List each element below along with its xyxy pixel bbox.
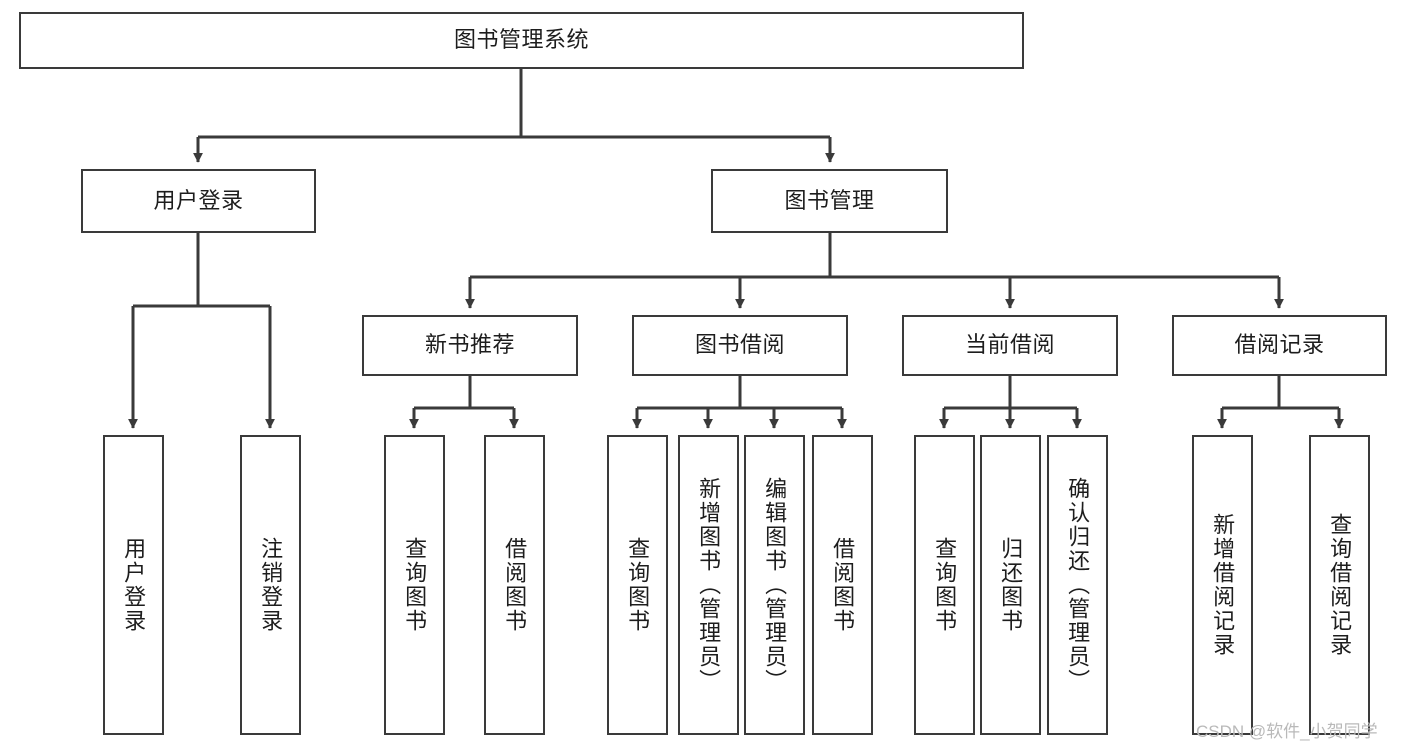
node-user-login[interactable]: 用户登录: [81, 169, 316, 233]
node-current-borrow[interactable]: 当前借阅: [902, 315, 1118, 376]
leaf-add-book[interactable]: 新增图书（管理员）: [678, 435, 739, 735]
leaf-edit-book[interactable]: 编辑图书（管理员）: [744, 435, 805, 735]
leaf-query-record-label: 查询借阅记录: [1327, 513, 1353, 657]
leaf-confirm-return[interactable]: 确认归还（管理员）: [1047, 435, 1108, 735]
leaf-return-book[interactable]: 归还图书: [980, 435, 1041, 735]
leaf-borrow-book-2-label: 借阅图书: [830, 537, 856, 633]
csdn-watermark: CSDN @软件_小贺同学: [1196, 722, 1378, 741]
node-new-book-recommend-label: 新书推荐: [424, 332, 515, 358]
leaf-query-book-3-label: 查询图书: [932, 537, 958, 633]
leaf-query-book-1[interactable]: 查询图书: [384, 435, 445, 735]
leaf-query-book-2[interactable]: 查询图书: [607, 435, 668, 735]
leaf-borrow-book-1-label: 借阅图书: [502, 537, 528, 633]
leaf-add-book-label: 新增图书（管理员）: [696, 477, 722, 693]
leaf-query-book-2-label: 查询图书: [625, 537, 651, 633]
leaf-logout-login[interactable]: 注销登录: [240, 435, 301, 735]
node-borrow-record-label: 借阅记录: [1234, 332, 1325, 358]
leaf-borrow-book-1[interactable]: 借阅图书: [484, 435, 545, 735]
leaf-return-book-label: 归还图书: [998, 537, 1024, 633]
node-root[interactable]: 图书管理系统: [19, 12, 1024, 69]
node-book-borrow-label: 图书借阅: [694, 332, 785, 358]
node-user-login-label: 用户登录: [153, 187, 244, 213]
leaf-add-record-label: 新增借阅记录: [1210, 513, 1236, 657]
node-book-borrow[interactable]: 图书借阅: [632, 315, 848, 376]
leaf-add-record[interactable]: 新增借阅记录: [1192, 435, 1253, 735]
node-current-borrow-label: 当前借阅: [964, 332, 1055, 358]
node-root-label: 图书管理系统: [453, 27, 589, 53]
leaf-user-login-label: 用户登录: [121, 537, 147, 633]
leaf-query-book-1-label: 查询图书: [402, 537, 428, 633]
leaf-edit-book-label: 编辑图书（管理员）: [762, 477, 788, 693]
node-book-manage[interactable]: 图书管理: [711, 169, 948, 233]
leaf-confirm-return-label: 确认归还（管理员）: [1065, 477, 1091, 693]
node-book-manage-label: 图书管理: [784, 187, 875, 213]
leaf-query-book-3[interactable]: 查询图书: [914, 435, 975, 735]
leaf-query-record[interactable]: 查询借阅记录: [1309, 435, 1370, 735]
node-new-book-recommend[interactable]: 新书推荐: [362, 315, 578, 376]
leaf-borrow-book-2[interactable]: 借阅图书: [812, 435, 873, 735]
leaf-logout-login-label: 注销登录: [258, 537, 284, 633]
leaf-user-login[interactable]: 用户登录: [103, 435, 164, 735]
node-borrow-record[interactable]: 借阅记录: [1172, 315, 1387, 376]
